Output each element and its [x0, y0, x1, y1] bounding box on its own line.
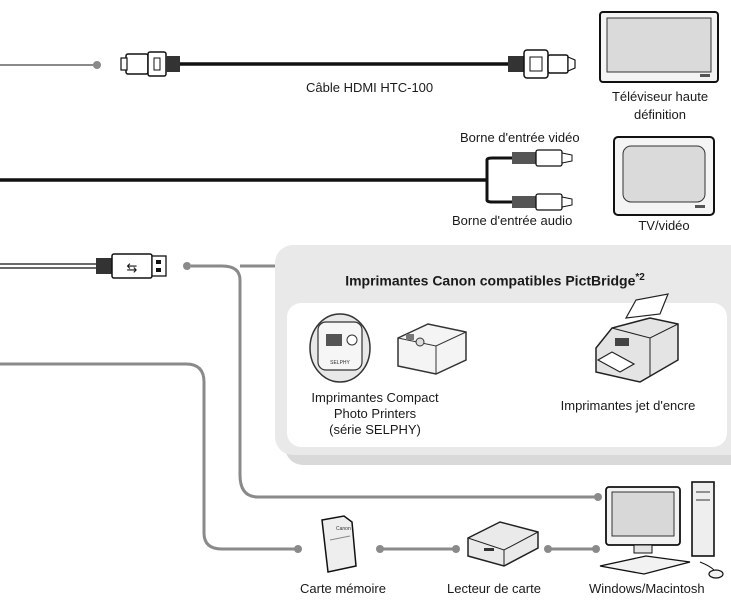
selphy-brand: SELPHY [330, 360, 350, 366]
svg-text:⇆: ⇆ [127, 261, 138, 276]
card-reader-icon [467, 521, 539, 567]
av-cable [0, 156, 512, 204]
usb-plug-icon: ⇆ [96, 253, 167, 279]
card-reader-label: Lecteur de carte [447, 581, 541, 596]
audio-plug-icon [512, 193, 573, 211]
memory-card-label: Carte mémoire [300, 581, 386, 596]
video-plug-icon [512, 149, 573, 167]
video-input-label: Borne d'entrée vidéo [460, 130, 580, 145]
selphy-printer-icon: SELPHY [309, 313, 371, 383]
inkjet-printers-label: Imprimantes jet d'encre [560, 398, 696, 413]
hd-tv-label-line2: définition [633, 107, 687, 122]
audio-input-label: Borne d'entrée audio [452, 213, 573, 228]
compact-printers-label-line3: (série SELPHY) [329, 422, 421, 437]
printers-title-note: *2 [635, 272, 645, 283]
hdmi-plug-right-icon [508, 49, 576, 79]
compact-printers-label-line1: Imprimantes Compact [311, 390, 439, 405]
tv-video-icon [613, 136, 715, 216]
hdmi-cable-label: Câble HDMI HTC-100 [306, 80, 434, 95]
hd-tv-label-line1: Téléviseur haute [611, 89, 709, 104]
hdmi-plug-left-icon [120, 51, 180, 77]
computer-icon [599, 481, 724, 579]
compact-printers-label-line2: Photo Printers [333, 406, 417, 421]
memory-card-icon: Canon [321, 515, 357, 573]
hd-tv-icon [599, 11, 719, 83]
card-line [0, 362, 600, 553]
compact-printer-icon [397, 323, 467, 375]
printers-title: Imprimantes Canon compatibles PictBridge… [275, 272, 715, 289]
usb-cable [0, 262, 602, 501]
hdmi-cable [0, 61, 512, 69]
inkjet-printer-icon [595, 293, 679, 383]
tv-video-label: TV/vidéo [638, 218, 690, 233]
computer-label: Windows/Macintosh [589, 581, 705, 596]
sd-card-brand: Canon [336, 526, 351, 532]
printers-title-text: Imprimantes Canon compatibles PictBridge [345, 272, 636, 289]
